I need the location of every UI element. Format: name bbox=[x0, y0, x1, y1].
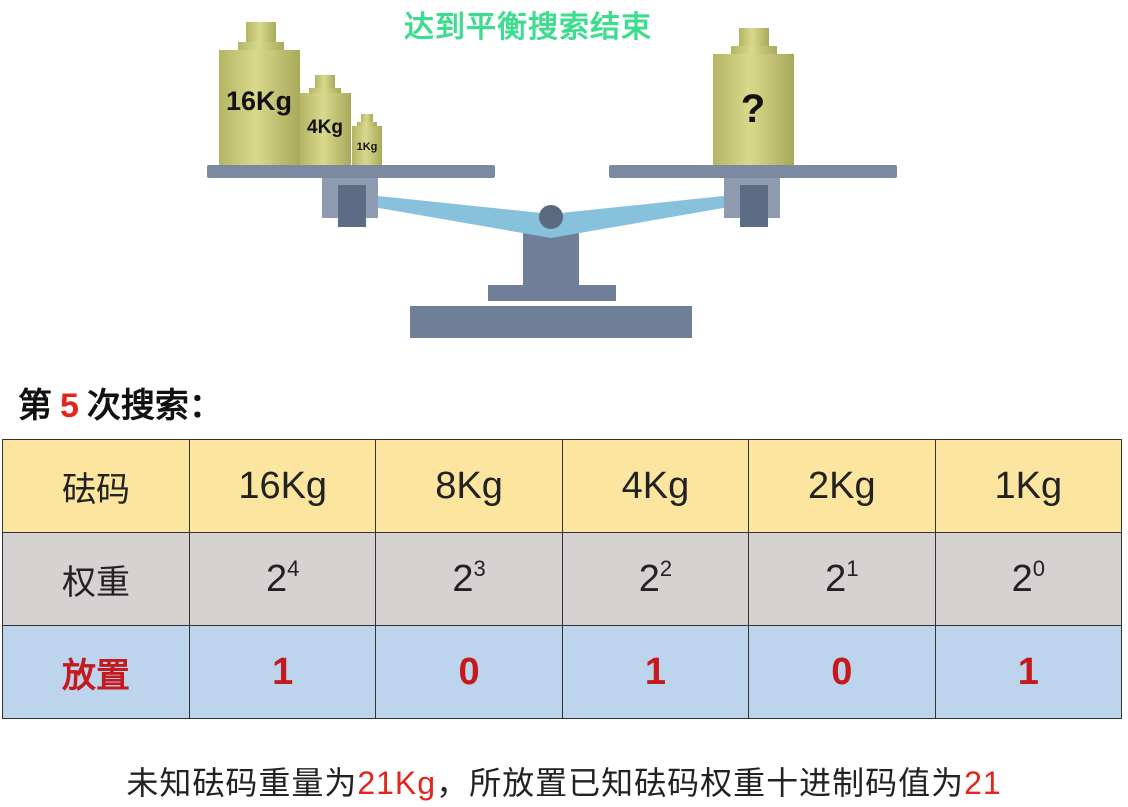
cell-place-bit: 1 bbox=[934, 625, 1123, 719]
table-row-weights: 砝码 16Kg 8Kg 4Kg 2Kg 1Kg bbox=[2, 439, 1123, 533]
weight-label-unknown: ? bbox=[741, 87, 765, 131]
power-base: 2 bbox=[825, 557, 847, 600]
conclusion-text-2: ，所放置已知砝码权重十进制码值为 bbox=[436, 764, 965, 802]
row-header-weight: 砝码 bbox=[2, 439, 190, 533]
weight-16kg: 16Kg bbox=[219, 22, 300, 165]
right-pan bbox=[609, 165, 897, 178]
power-exponent: 4 bbox=[287, 555, 300, 581]
cell-weight: 16Kg bbox=[188, 439, 377, 533]
status-message: 达到平衡搜索结束 bbox=[404, 10, 652, 45]
power-base: 2 bbox=[638, 557, 660, 600]
scale-base bbox=[410, 306, 692, 338]
power-base: 2 bbox=[266, 557, 288, 600]
cell-power: 20 bbox=[934, 532, 1123, 626]
weight-4kg: 4Kg bbox=[300, 75, 351, 165]
weight-label-4kg: 4Kg bbox=[307, 117, 343, 138]
power-base: 2 bbox=[452, 557, 474, 600]
conclusion-caption: 未知砝码重量为21Kg，所放置已知砝码权重十进制码值为21 bbox=[0, 758, 1128, 804]
cell-weight: 8Kg bbox=[375, 439, 563, 533]
conclusion-weight-value: 21Kg bbox=[357, 765, 437, 801]
scale-pivot bbox=[539, 205, 563, 229]
row-header-place: 放置 bbox=[2, 625, 190, 719]
row-header-power: 权重 bbox=[2, 532, 190, 626]
binary-weight-table: 砝码 16Kg 8Kg 4Kg 2Kg 1Kg 权重 24 23 22 21 2… bbox=[2, 439, 1123, 719]
scale-foot bbox=[488, 285, 616, 301]
cell-power: 24 bbox=[188, 532, 377, 626]
weight-label-1kg: 1Kg bbox=[357, 141, 378, 153]
cell-place-bit: 1 bbox=[188, 625, 377, 719]
cell-weight: 2Kg bbox=[748, 439, 936, 533]
cell-weight: 4Kg bbox=[561, 439, 750, 533]
cell-power: 22 bbox=[561, 532, 750, 626]
cell-power: 21 bbox=[748, 532, 936, 626]
power-base: 2 bbox=[1011, 557, 1033, 600]
cell-place-bit: 0 bbox=[375, 625, 563, 719]
power-exponent: 3 bbox=[473, 555, 486, 581]
cell-place-bit: 0 bbox=[748, 625, 936, 719]
cell-place-bit: 1 bbox=[561, 625, 750, 719]
power-exponent: 2 bbox=[659, 555, 673, 581]
step-suffix: 次搜索： bbox=[86, 386, 223, 426]
step-prefix: 第 bbox=[18, 386, 52, 426]
conclusion-text-1: 未知砝码重量为 bbox=[126, 764, 358, 802]
weight-1kg: 1Kg bbox=[352, 114, 382, 165]
weight-unknown: ? bbox=[713, 28, 794, 165]
power-exponent: 0 bbox=[1032, 555, 1045, 581]
left-pan bbox=[207, 165, 495, 178]
weight-label-16kg: 16Kg bbox=[226, 86, 292, 116]
table-row-powers: 权重 24 23 22 21 20 bbox=[2, 532, 1123, 626]
cell-weight: 1Kg bbox=[934, 439, 1123, 533]
balance-scale-illustration: 16Kg 4Kg 1Kg ? bbox=[207, 22, 897, 338]
cell-power: 23 bbox=[375, 532, 563, 626]
table-row-placement: 放置 1 0 1 0 1 bbox=[2, 625, 1123, 719]
power-exponent: 1 bbox=[846, 555, 859, 581]
step-number: 5 bbox=[60, 387, 79, 425]
conclusion-decimal-value: 21 bbox=[964, 765, 1002, 801]
